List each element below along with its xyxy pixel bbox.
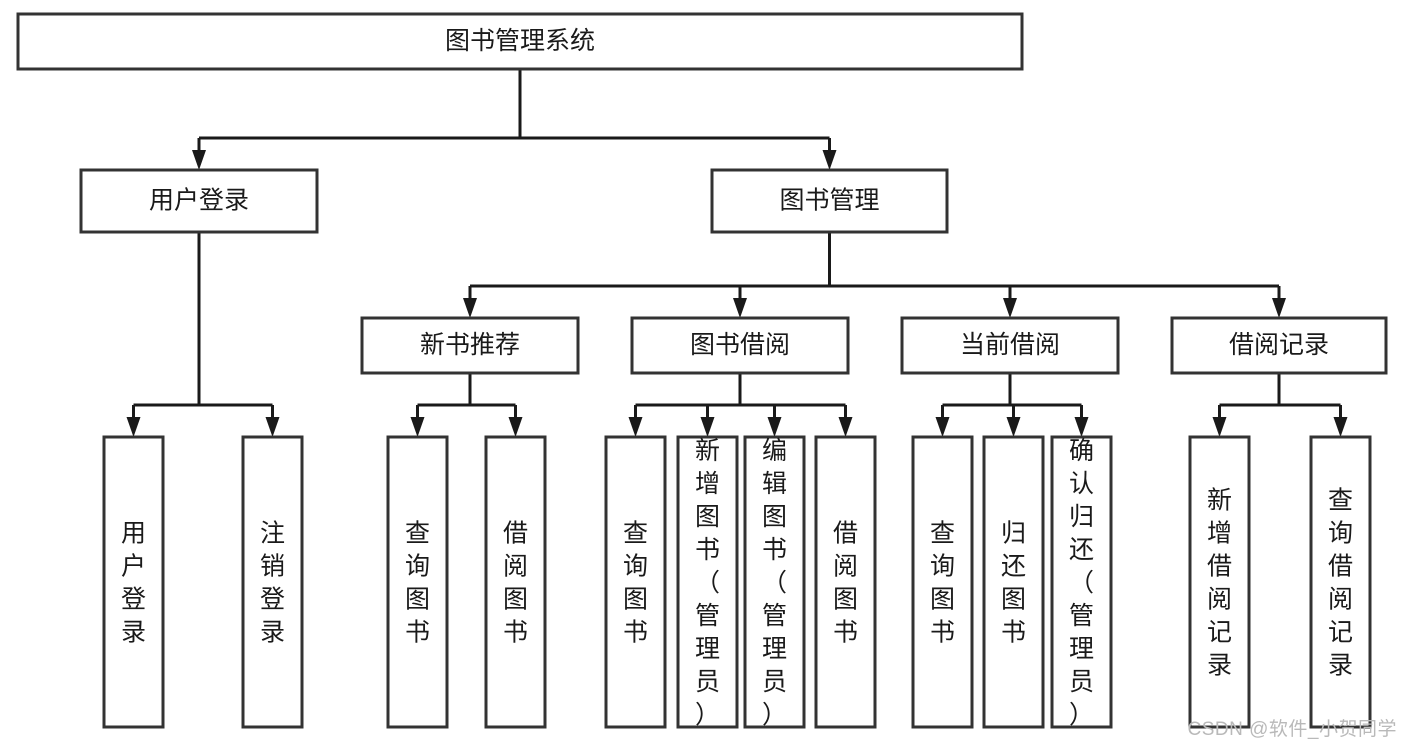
node-box-leaf-add-borrow-record (1188, 435, 1251, 729)
node-box-leaf-query-book-borrow (604, 435, 667, 729)
node-label-borrow-records: 借阅记录 (1229, 331, 1329, 359)
node-box-leaf-add-book-admin (676, 435, 739, 729)
node-box-new-book-recommend (360, 316, 580, 375)
node-borrow-records[interactable]: 借阅记录 (1170, 316, 1388, 375)
node-box-leaf-borrow-book-recommend (484, 435, 547, 729)
node-box-leaf-borrow-book (814, 435, 877, 729)
node-label-leaf-user-login: 用户登录 (121, 520, 146, 647)
node-label-book-management: 图书管理 (779, 187, 879, 215)
node-label-leaf-query-book-current: 查询图书 (930, 520, 955, 647)
node-label-leaf-confirm-return-admin: 确认归还（管理员） (1069, 437, 1094, 729)
node-box-leaf-user-logout (241, 435, 304, 729)
node-label-current-borrow: 当前借阅 (960, 331, 1060, 359)
node-box-leaf-query-book-recommend (386, 435, 449, 729)
node-book-management[interactable]: 图书管理 (710, 168, 949, 234)
node-label-leaf-query-book-borrow: 查询图书 (623, 520, 648, 647)
node-label-leaf-query-borrow-record: 查询借阅记录 (1328, 487, 1353, 680)
node-box-leaf-query-book-current (911, 435, 974, 729)
node-box-book-management (710, 168, 949, 234)
node-leaf-edit-book-admin[interactable]: 编辑图书（管理员） (743, 435, 806, 729)
node-leaf-query-book-current[interactable]: 查询图书 (911, 435, 974, 729)
node-leaf-user-logout[interactable]: 注销登录 (241, 435, 304, 729)
node-label-leaf-query-book-recommend: 查询图书 (405, 520, 430, 647)
node-leaf-query-book-recommend[interactable]: 查询图书 (386, 435, 449, 729)
node-box-user-login (79, 168, 319, 234)
node-label-leaf-borrow-book-recommend: 借阅图书 (503, 520, 528, 647)
node-box-leaf-confirm-return-admin (1050, 435, 1113, 729)
node-box-current-borrow (900, 316, 1120, 375)
node-leaf-add-borrow-record[interactable]: 新增借阅记录 (1188, 435, 1251, 729)
node-label-leaf-borrow-book: 借阅图书 (833, 520, 858, 647)
node-leaf-query-book-borrow[interactable]: 查询图书 (604, 435, 667, 729)
node-leaf-borrow-book-recommend[interactable]: 借阅图书 (484, 435, 547, 729)
node-label-leaf-add-borrow-record: 新增借阅记录 (1207, 487, 1232, 680)
node-leaf-query-borrow-record[interactable]: 查询借阅记录 (1309, 435, 1372, 729)
node-leaf-borrow-book[interactable]: 借阅图书 (814, 435, 877, 729)
node-box-borrow-records (1170, 316, 1388, 375)
node-leaf-user-login[interactable]: 用户登录 (102, 435, 165, 729)
node-label-user-login: 用户登录 (149, 187, 249, 215)
node-box-leaf-edit-book-admin (743, 435, 806, 729)
node-leaf-confirm-return-admin[interactable]: 确认归还（管理员） (1050, 435, 1113, 729)
node-box-leaf-return-book (982, 435, 1045, 729)
node-box-root (16, 12, 1024, 71)
node-label-leaf-add-book-admin: 新增图书（管理员） (695, 437, 720, 729)
node-label-new-book-recommend: 新书推荐 (420, 331, 520, 359)
node-box-leaf-query-borrow-record (1309, 435, 1372, 729)
node-new-book-recommend[interactable]: 新书推荐 (360, 316, 580, 375)
node-box-book-borrow (630, 316, 850, 375)
node-label-leaf-user-logout: 注销登录 (260, 520, 285, 647)
node-label-book-borrow: 图书借阅 (690, 331, 790, 359)
node-box-leaf-user-login (102, 435, 165, 729)
node-label-leaf-return-book: 归还图书 (1001, 520, 1026, 647)
node-leaf-return-book[interactable]: 归还图书 (982, 435, 1045, 729)
node-label-root: 图书管理系统 (445, 27, 595, 55)
node-user-login[interactable]: 用户登录 (79, 168, 319, 234)
node-book-borrow[interactable]: 图书借阅 (630, 316, 850, 375)
node-leaf-add-book-admin[interactable]: 新增图书（管理员） (676, 435, 739, 729)
node-current-borrow[interactable]: 当前借阅 (900, 316, 1120, 375)
node-root[interactable]: 图书管理系统 (16, 12, 1024, 71)
node-label-leaf-edit-book-admin: 编辑图书（管理员） (762, 437, 787, 729)
